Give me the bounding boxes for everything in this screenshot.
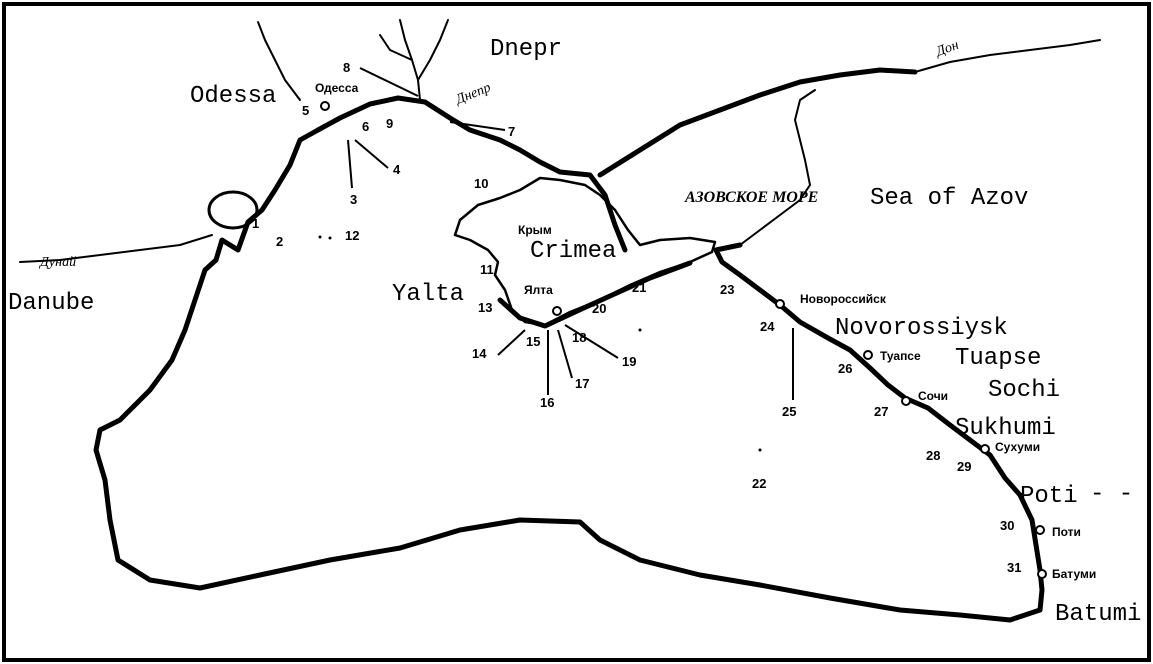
arrow-4 bbox=[354, 139, 389, 169]
station-24: 24 bbox=[760, 319, 775, 334]
station-12: 12 bbox=[345, 228, 359, 243]
station-5: 5 bbox=[302, 103, 309, 118]
station-3: 3 bbox=[350, 192, 357, 207]
river-dnepr bbox=[379, 19, 449, 101]
label-sea-of-azov: Sea of Azov bbox=[870, 185, 1028, 212]
arrow-14 bbox=[497, 329, 526, 356]
river-danube bbox=[19, 234, 213, 263]
river-kuban bbox=[739, 89, 816, 246]
label-poti-dash: - - bbox=[1090, 481, 1133, 508]
arrow-19 bbox=[564, 324, 619, 359]
station-19: 19 bbox=[622, 354, 636, 369]
yalta-marker bbox=[552, 306, 562, 316]
coastline-azov-north bbox=[597, 67, 918, 178]
tuapse-marker bbox=[863, 350, 873, 360]
station-13: 13 bbox=[478, 300, 492, 315]
station-18: 18 bbox=[572, 330, 586, 345]
label-ru-sukhumi: Сухуми bbox=[995, 440, 1040, 454]
crimea-south-coast bbox=[497, 260, 693, 329]
label-dnepr: Dnepr bbox=[490, 36, 562, 63]
speck bbox=[318, 235, 322, 239]
label-ru-yalta: Ялта bbox=[524, 283, 553, 297]
label-ru-novorossiysk: Новороссийск bbox=[800, 292, 887, 306]
station-17: 17 bbox=[575, 376, 589, 391]
label-ru-krym: Крым bbox=[518, 223, 552, 237]
station-20: 20 bbox=[592, 301, 606, 316]
station-26: 26 bbox=[838, 361, 852, 376]
station-25: 25 bbox=[782, 404, 796, 419]
station-15: 15 bbox=[526, 334, 540, 349]
coastline-north bbox=[315, 95, 628, 253]
label-ru-odessa: Одесса bbox=[315, 81, 359, 95]
label-batumi: Batumi bbox=[1055, 601, 1141, 628]
station-10: 10 bbox=[474, 176, 488, 191]
odessa-marker bbox=[320, 101, 330, 111]
river-dnestr bbox=[257, 21, 301, 101]
label-ru-tuapse: Туапсе bbox=[880, 349, 921, 363]
station-23: 23 bbox=[720, 282, 734, 297]
label-sochi: Sochi bbox=[988, 377, 1060, 404]
speck bbox=[638, 328, 642, 332]
coastline-west-south bbox=[93, 127, 1043, 623]
station-4: 4 bbox=[393, 162, 401, 177]
label-poti: Poti bbox=[1020, 483, 1078, 510]
sukhumi-marker bbox=[980, 444, 990, 454]
station-8: 8 bbox=[343, 60, 350, 75]
arrow-8 bbox=[359, 67, 419, 97]
label-ru-poti: Поти bbox=[1052, 525, 1081, 539]
station-7: 7 bbox=[508, 124, 515, 139]
station-29: 29 bbox=[957, 459, 971, 474]
danube-delta bbox=[207, 190, 259, 230]
label-crimea: Crimea bbox=[530, 238, 616, 265]
station-1: 1 bbox=[252, 216, 259, 231]
station-30: 30 bbox=[1000, 518, 1014, 533]
station-31: 31 bbox=[1007, 560, 1021, 575]
station-21: 21 bbox=[632, 280, 646, 295]
label-danube: Danube bbox=[8, 290, 94, 317]
label-ru-dnepr: Днепр bbox=[452, 80, 493, 108]
station-27: 27 bbox=[874, 404, 888, 419]
label-ru-dunai: Дунай bbox=[38, 255, 76, 270]
arrow-7 bbox=[449, 121, 506, 131]
station-11: 11 bbox=[480, 262, 494, 277]
station-28: 28 bbox=[926, 448, 940, 463]
station-22: 22 bbox=[752, 476, 766, 491]
batumi-marker bbox=[1037, 569, 1047, 579]
station-16: 16 bbox=[540, 395, 554, 410]
river-don bbox=[914, 39, 1101, 73]
arrow-17 bbox=[557, 329, 573, 379]
speck bbox=[328, 236, 332, 240]
sochi-marker bbox=[901, 396, 911, 406]
label-ru-sochi: Сочи bbox=[918, 389, 948, 403]
station-2: 2 bbox=[276, 234, 283, 249]
label-odessa: Odessa bbox=[190, 83, 276, 110]
station-6: 6 bbox=[362, 119, 369, 134]
novorossiysk-marker bbox=[775, 299, 785, 309]
label-novorossiysk: Novorossiysk bbox=[835, 315, 1008, 342]
label-ru-don: Дон bbox=[932, 38, 961, 61]
poti-marker bbox=[1035, 525, 1045, 535]
arrow-3 bbox=[347, 139, 353, 189]
label-ru-azov-sea: АЗОВСКОЕ МОРЕ bbox=[684, 189, 818, 206]
label-ru-batumi: Батуми bbox=[1052, 567, 1096, 581]
label-yalta: Yalta bbox=[392, 281, 464, 308]
speck bbox=[758, 448, 762, 452]
label-tuapse: Tuapse bbox=[955, 345, 1041, 372]
label-sukhumi: Sukhumi bbox=[955, 415, 1056, 442]
station-14: 14 bbox=[472, 346, 487, 361]
station-9: 9 bbox=[386, 116, 393, 131]
